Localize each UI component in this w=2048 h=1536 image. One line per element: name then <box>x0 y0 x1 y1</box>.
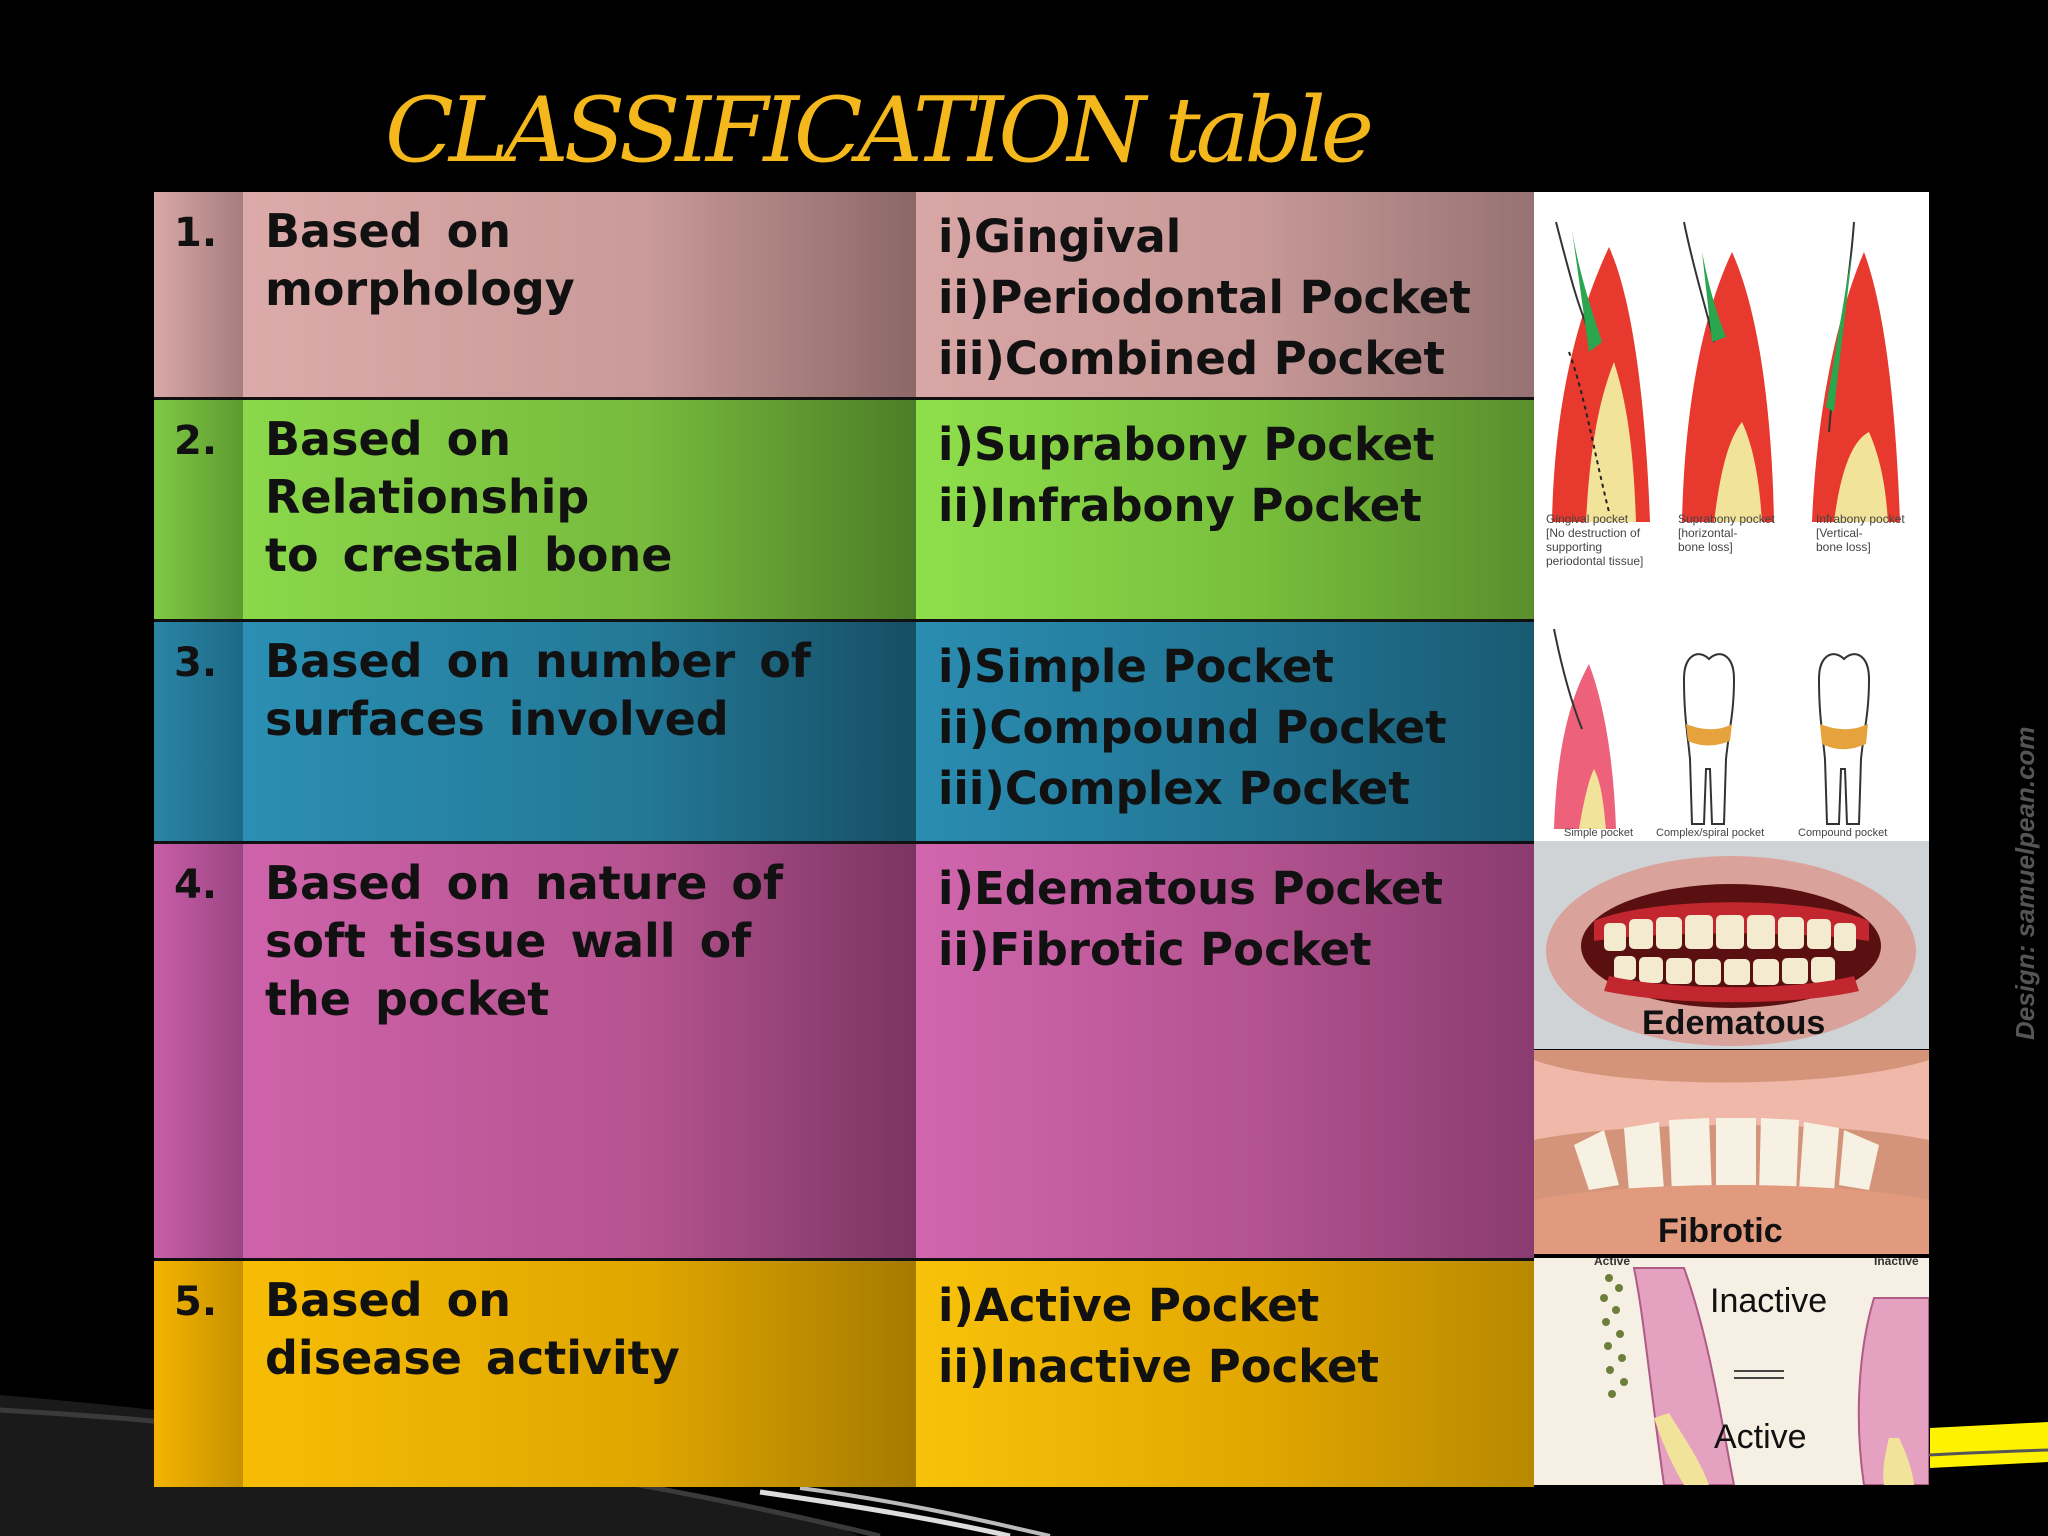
type-item: iii)Complex Pocket <box>938 762 1410 815</box>
activity-caption: Inactive <box>1874 1258 1919 1268</box>
table-row: 1. Based on morphology i)Gingival ii)Per… <box>154 192 1534 397</box>
edematous-photo: Edematous <box>1534 841 1929 1049</box>
edematous-label: Edematous <box>1642 1004 1826 1042</box>
type-item: i)Gingival <box>938 210 1182 263</box>
basis-line: Based on <box>265 204 511 258</box>
types-cell: i)Simple Pocket ii)Compound Pocket iii)C… <box>916 622 1534 841</box>
illustrations-column: Gingival pocket [No destruction of suppo… <box>1534 192 1929 1485</box>
tooth-surface-illustration <box>1553 628 1871 829</box>
table-row: 4. Based on nature of soft tissue wall o… <box>154 841 1534 1258</box>
basis-line: morphology <box>265 262 575 316</box>
activity-diagram: Active Inactive Inactive Active <box>1534 1258 1929 1485</box>
diagram-caption: Infrabony pocket [Vertical- bone loss] <box>1816 512 1905 554</box>
table-row: 3. Based on number of surfaces involved … <box>154 619 1534 841</box>
diagram-caption: Suprabony pocket [horizontal- bone loss] <box>1678 512 1775 554</box>
basis-line: Based on <box>265 1273 511 1327</box>
table-row: 2. Based on Relationship to crestal bone… <box>154 397 1534 619</box>
row-number: 2. <box>154 400 243 619</box>
diagram-caption: Simple pocket <box>1564 827 1634 839</box>
basis-line: Based on <box>265 412 511 466</box>
basis-line: the pocket <box>265 972 550 1026</box>
row-number: 1. <box>154 192 243 397</box>
type-item: ii)Compound Pocket <box>938 701 1447 754</box>
fibrotic-label: Fibrotic <box>1658 1212 1783 1250</box>
types-cell: i)Active Pocket ii)Inactive Pocket <box>916 1261 1534 1487</box>
basis-cell: Based on number of surfaces involved <box>243 622 916 841</box>
edematous-gums-illustration <box>1546 856 1916 1046</box>
active-label: Active <box>1714 1418 1807 1456</box>
type-item: i)Edematous Pocket <box>938 862 1443 915</box>
type-item: iii)Combined Pocket <box>938 332 1446 385</box>
type-item: i)Simple Pocket <box>938 640 1334 693</box>
types-cell: i)Suprabony Pocket ii)Infrabony Pocket <box>916 400 1534 619</box>
fibrotic-photo: Fibrotic <box>1534 1050 1929 1254</box>
fibrotic-gums-illustration <box>1534 1050 1929 1254</box>
row-number: 3. <box>154 622 243 841</box>
type-item: i)Active Pocket <box>938 1279 1320 1332</box>
classification-table: 1. Based on morphology i)Gingival ii)Per… <box>154 192 1534 1487</box>
type-item: ii)Periodontal Pocket <box>938 271 1471 324</box>
basis-line: to crestal bone <box>265 528 673 582</box>
basis-line: Relationship <box>265 470 590 524</box>
row-number: 4. <box>154 844 243 1258</box>
types-cell: i)Gingival ii)Periodontal Pocket iii)Com… <box>916 192 1534 397</box>
morphology-diagram: Gingival pocket [No destruction of suppo… <box>1534 192 1929 619</box>
basis-cell: Based on nature of soft tissue wall of t… <box>243 844 916 1258</box>
table-row: 5. Based on disease activity i)Active Po… <box>154 1258 1534 1487</box>
slide-title: CLASSIFICATION table <box>385 78 1374 183</box>
basis-line: surfaces involved <box>265 692 729 746</box>
activity-caption: Active <box>1594 1258 1631 1268</box>
type-item: ii)Fibrotic Pocket <box>938 923 1372 976</box>
basis-line: Based on number of <box>265 634 811 688</box>
watermark: Design: samuelpean.com <box>2010 726 2040 1040</box>
basis-line: Based on nature of <box>265 856 784 910</box>
basis-cell: Based on morphology <box>243 192 916 397</box>
row-number: 5. <box>154 1261 243 1487</box>
basis-cell: Based on Relationship to crestal bone <box>243 400 916 619</box>
basis-cell: Based on disease activity <box>243 1261 916 1487</box>
type-item: ii)Inactive Pocket <box>938 1340 1380 1393</box>
basis-line: soft tissue wall of <box>265 914 752 968</box>
types-cell: i)Edematous Pocket ii)Fibrotic Pocket <box>916 844 1534 1258</box>
type-item: ii)Infrabony Pocket <box>938 479 1422 532</box>
pocket-type-illustration <box>1552 221 1900 522</box>
inactive-label: Inactive <box>1710 1282 1828 1320</box>
diagram-caption: Complex/spiral pocket <box>1656 827 1765 839</box>
type-item: i)Suprabony Pocket <box>938 418 1435 471</box>
disease-activity-illustration <box>1534 1258 1929 1485</box>
basis-line: disease activity <box>265 1331 680 1385</box>
diagram-caption: Compound pocket <box>1798 827 1888 839</box>
diagram-caption: Gingival pocket [No destruction of suppo… <box>1546 512 1644 568</box>
surfaces-diagram: Simple pocket Complex/spiral pocket Comp… <box>1534 619 1929 841</box>
